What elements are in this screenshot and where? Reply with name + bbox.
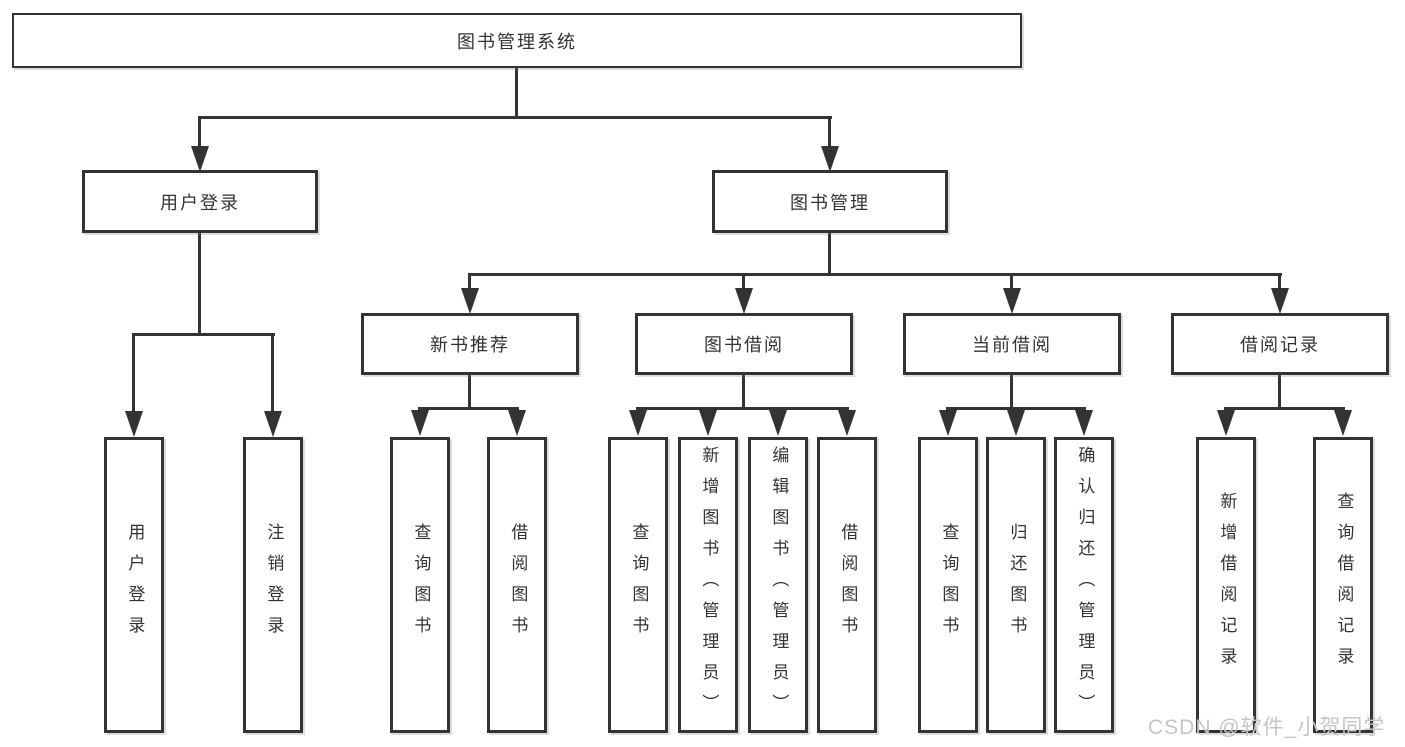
connector-line: [828, 232, 831, 276]
node-label: 编辑图书（管理员）: [769, 445, 789, 725]
leaf-add-borrow-record: 新增借阅记录: [1196, 437, 1256, 733]
node-label: 查询借阅记录: [1334, 492, 1354, 678]
node-label: 查询图书: [939, 523, 959, 647]
watermark: CSDN @软件_小贺同学: [1148, 716, 1386, 739]
leaf-confirm-return-admin: 确认归还（管理员）: [1054, 437, 1114, 733]
leaf-borrow-books: 借阅图书: [487, 437, 547, 733]
arrow-down-icon: [411, 410, 429, 436]
arrow-down-icon: [1334, 410, 1352, 436]
connector-line: [636, 407, 849, 410]
node-label: 用户登录: [125, 523, 145, 647]
node-label: 新书推荐: [430, 335, 510, 355]
arrow-down-icon: [191, 146, 209, 172]
connector-line: [198, 232, 201, 336]
connector-line: [418, 407, 519, 410]
connector-line: [271, 333, 274, 411]
arrow-down-icon: [461, 288, 479, 314]
connector-line: [132, 333, 275, 336]
connector-line: [1278, 273, 1281, 289]
arrow-down-icon: [1271, 288, 1289, 314]
connector-line: [198, 116, 201, 148]
arrow-down-icon: [629, 410, 647, 436]
node-label: 归还图书: [1007, 523, 1027, 647]
connector-line: [828, 116, 831, 148]
node-label: 借阅图书: [508, 523, 528, 647]
leaf-query-books: 查询图书: [390, 437, 450, 733]
arrow-down-icon: [1217, 410, 1235, 436]
node-label: 借阅记录: [1240, 335, 1320, 355]
arrow-down-icon: [1075, 410, 1093, 436]
node-label: 注销登录: [264, 523, 284, 647]
node-label: 用户登录: [160, 192, 240, 213]
node-label: 确认归还（管理员）: [1075, 445, 1095, 725]
node-root: 图书管理系统: [12, 13, 1022, 68]
connector-line: [198, 116, 832, 119]
leaf-query-borrow-record: 查询借阅记录: [1313, 437, 1373, 733]
leaf-borrow-books: 借阅图书: [817, 437, 877, 733]
leaf-query-books: 查询图书: [608, 437, 668, 733]
connector-line: [946, 407, 1086, 410]
node-book-management: 图书管理: [712, 170, 948, 233]
leaf-logout: 注销登录: [243, 437, 303, 733]
node-label: 当前借阅: [972, 335, 1052, 355]
node-label: 图书管理系统: [457, 31, 577, 52]
arrow-down-icon: [1007, 410, 1025, 436]
connector-line: [1010, 374, 1013, 410]
node-label: 新增图书（管理员）: [699, 445, 719, 725]
node-label: 查询图书: [629, 523, 649, 647]
node-current-borrowing: 当前借阅: [903, 313, 1121, 375]
connector-line: [132, 333, 135, 411]
node-label: 图书管理: [790, 192, 870, 213]
node-book-borrowing: 图书借阅: [635, 313, 853, 375]
connector-line: [1278, 374, 1281, 410]
node-label: 新增借阅记录: [1217, 492, 1237, 678]
arrow-down-icon: [264, 411, 282, 437]
connector-line: [515, 67, 518, 119]
leaf-user-login: 用户登录: [104, 437, 164, 733]
leaf-add-books-admin: 新增图书（管理员）: [678, 437, 738, 733]
connector-line: [468, 374, 471, 410]
node-label: 借阅图书: [838, 523, 858, 647]
node-new-book-recommendation: 新书推荐: [361, 313, 579, 375]
connector-line: [1010, 273, 1013, 289]
leaf-return-books: 归还图书: [986, 437, 1046, 733]
connector-line: [742, 273, 745, 289]
leaf-query-books: 查询图书: [918, 437, 978, 733]
connector-line: [1224, 407, 1345, 410]
node-label: 查询图书: [411, 523, 431, 647]
arrow-down-icon: [508, 410, 526, 436]
node-user-login: 用户登录: [82, 170, 318, 233]
arrow-down-icon: [699, 410, 717, 436]
connector-line: [742, 374, 745, 410]
arrow-down-icon: [125, 411, 143, 437]
arrow-down-icon: [821, 146, 839, 172]
arrow-down-icon: [735, 288, 753, 314]
node-label: 图书借阅: [704, 335, 784, 355]
node-borrowing-records: 借阅记录: [1171, 313, 1389, 375]
arrow-down-icon: [939, 410, 957, 436]
arrow-down-icon: [838, 410, 856, 436]
arrow-down-icon: [769, 410, 787, 436]
connector-line: [468, 273, 471, 289]
arrow-down-icon: [1003, 288, 1021, 314]
connector-line: [468, 273, 1282, 276]
leaf-edit-books-admin: 编辑图书（管理员）: [748, 437, 808, 733]
